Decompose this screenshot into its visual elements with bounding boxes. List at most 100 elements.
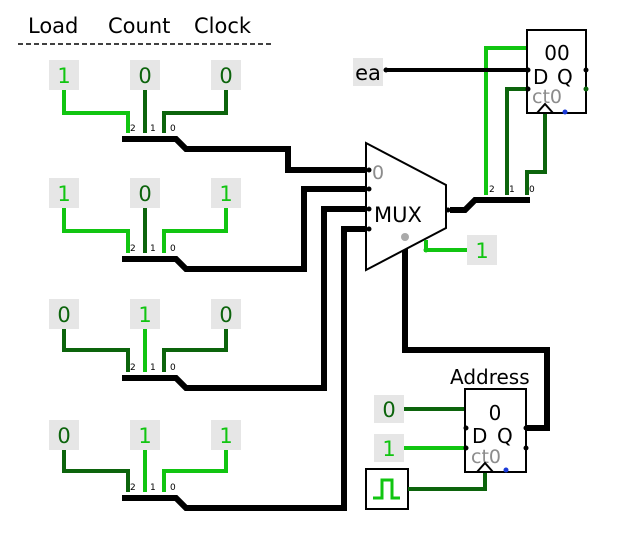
enable-pin[interactable] [467,235,497,265]
address-register[interactable]: 0 D Q ct0 [463,388,529,473]
input-pin-value: 1 [138,424,151,448]
splitter-label: 1 [150,483,156,493]
wire [62,329,130,372]
select-bus-wire [402,238,550,431]
wire [162,90,228,133]
register-port-dot [523,425,529,431]
input-pin[interactable] [49,420,79,450]
input-pin-value: 0 [57,424,70,448]
input-pin[interactable] [211,420,241,450]
header-load: Load [28,14,78,38]
register-port-dot [583,67,589,73]
address-input-pin[interactable] [374,434,404,462]
mux-select-dot [401,233,409,241]
input-pin[interactable] [130,299,160,329]
wire [162,329,228,372]
input-pin[interactable] [49,60,79,90]
input-pin-value: 1 [219,182,232,206]
input-pin[interactable] [130,420,160,450]
header-count: Count [108,14,170,38]
input-row-1: 1 0 0 2 1 0 [49,60,370,173]
mux-select-label: 0 [372,162,384,184]
input-pin[interactable] [211,178,241,208]
input-pin[interactable] [49,178,79,208]
clock-triangle-icon [476,461,494,473]
splitter-label: 2 [130,244,136,254]
input-row-4: 0 1 1 2 1 0 [49,226,370,511]
output-register-port-d: D [533,65,548,89]
register-port-dot [503,467,509,473]
address-register-title: Address [450,365,530,389]
register-port-dot [463,445,469,451]
splitter-label: 1 [150,124,156,134]
input-pin[interactable] [211,299,241,329]
ea-pin[interactable] [353,58,383,86]
multiplexer[interactable]: 0 MUX [365,141,550,431]
input-pin-value: 1 [219,424,232,448]
register-port-dot [525,67,531,73]
wire [62,208,130,253]
splitter-label: 0 [529,185,535,195]
register-port-dot [562,109,568,115]
address-register-port-d: D [472,424,487,448]
clock-wire [408,470,487,491]
input-pin-value: 0 [138,182,151,206]
output-register-value: 00 [544,41,569,65]
wire [525,100,547,195]
splitter-label: 2 [130,483,136,493]
enable-pin-value: 1 [475,239,488,263]
mux-body[interactable] [365,141,447,272]
wire [484,46,527,195]
wire [62,450,130,492]
register-port-dot [463,425,469,431]
input-pin[interactable] [49,299,79,329]
mux-input-dot [366,167,372,173]
input-pin[interactable] [130,178,160,208]
ea-pin-label: ea [355,61,381,85]
input-pin-value: 1 [57,182,70,206]
clock-source[interactable] [365,468,409,510]
mux-input-dot [366,226,372,232]
address-input-value: 1 [382,437,395,461]
mux-output-dot [445,207,451,213]
output-register[interactable]: 00 D Q ct0 [525,29,589,115]
register-port-dot [583,86,589,92]
splitter-label: 2 [489,185,495,195]
register-port-dot [523,445,529,451]
bus-wire [122,186,370,272]
splitter-label: 2 [130,124,136,134]
output-register-port-q: Q [557,65,573,89]
header-clock: Clock [194,14,252,38]
splitter-label: 1 [509,185,515,195]
splitter-label: 2 [130,363,136,373]
clock-square-wave-icon [373,478,400,500]
input-pin[interactable] [130,60,160,90]
splitter-label: 0 [170,483,176,493]
mux-label: MUX [374,203,422,227]
input-row-3: 0 1 0 2 1 0 [49,206,370,391]
input-pin[interactable] [211,60,241,90]
wire [162,450,228,492]
input-pin-value: 0 [219,64,232,88]
input-pin-value: 1 [57,64,70,88]
enable-wire [424,240,467,252]
splitter-label: 1 [150,244,156,254]
register-port-dot [525,86,531,92]
address-register-port-q: Q [497,424,513,448]
input-pin-value: 1 [138,303,151,327]
wire [162,208,228,253]
address-register-port-clock: ct0 [471,446,501,468]
splitter-label: 0 [170,124,176,134]
wire [505,87,527,195]
address-register-value: 0 [489,401,502,425]
ea-dot [383,67,389,73]
input-pin-value: 0 [219,303,232,327]
splitter-label: 0 [170,244,176,254]
input-row-2: 1 0 1 2 1 0 [49,178,370,272]
address-input-value: 0 [382,398,395,422]
bus-wire [450,197,530,213]
mux-input-dot [366,206,372,212]
address-input-pin[interactable] [374,395,404,423]
splitter-label: 1 [150,363,156,373]
